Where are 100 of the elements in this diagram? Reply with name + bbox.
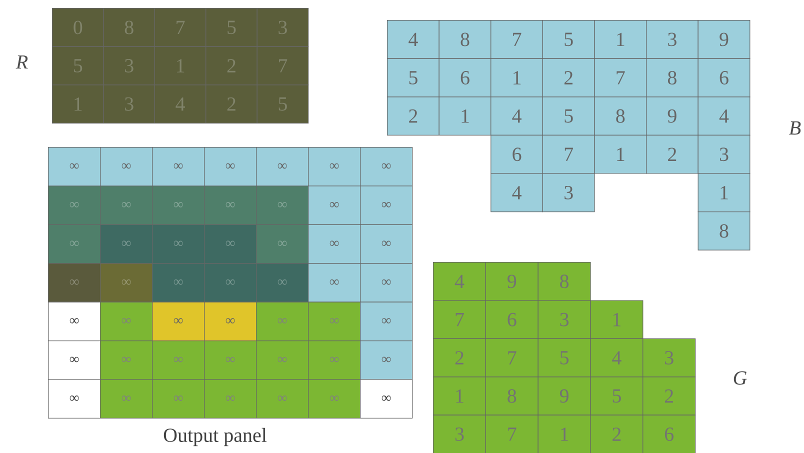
table-cell: 4 [490, 173, 543, 212]
table-cell: ∞ [360, 302, 413, 342]
grid-letter: R [16, 55, 28, 69]
table-cell: ∞ [100, 340, 153, 380]
table-cell: 5 [538, 338, 591, 378]
table-cell: ∞ [308, 147, 361, 186]
table-cell: 1 [594, 20, 647, 59]
table-cell: ∞ [204, 379, 257, 418]
table-cell: 7 [485, 414, 538, 453]
table-cell: ∞ [48, 340, 101, 380]
table-cell: 6 [485, 300, 538, 339]
table-cell: ∞ [360, 186, 413, 225]
table-cell: ∞ [360, 224, 413, 264]
table-cell: 1 [594, 134, 647, 174]
table-cell: ∞ [152, 379, 205, 418]
table-cell: 1 [538, 414, 591, 453]
table-cell: ∞ [308, 186, 361, 225]
table-cell: 4 [490, 96, 543, 136]
table-cell: 7 [594, 58, 647, 98]
grid-letter: G [734, 371, 747, 385]
table-cell: 8 [485, 376, 538, 416]
table-cell: 9 [485, 262, 538, 301]
table-cell: ∞ [48, 224, 101, 264]
table-cell: 3 [646, 20, 698, 59]
table-cell: 1 [433, 376, 486, 416]
table-cell: ∞ [48, 186, 101, 225]
grid-letter: B [789, 121, 801, 135]
table-cell: 9 [698, 20, 750, 59]
table-cell: ∞ [48, 147, 101, 186]
table-cell: ∞ [308, 263, 361, 302]
table-cell: ∞ [360, 147, 413, 186]
table-cell: ∞ [256, 263, 309, 302]
table-cell: 2 [433, 338, 486, 378]
table-cell: 3 [698, 134, 750, 174]
table-cell: 9 [646, 96, 698, 136]
table-cell: ∞ [204, 340, 257, 380]
table-cell: ∞ [152, 186, 205, 225]
table-cell: 4 [433, 262, 486, 301]
table-cell: 5 [542, 20, 595, 59]
table-cell: 8 [438, 20, 492, 59]
table-cell: 5 [542, 96, 595, 136]
table-cell: 3 [642, 338, 696, 378]
table-cell: 4 [387, 20, 440, 59]
table-cell: ∞ [152, 263, 205, 302]
table-cell: ∞ [152, 302, 205, 342]
table-cell: ∞ [100, 302, 153, 342]
table-cell: 3 [542, 173, 595, 212]
table-cell: 8 [698, 212, 750, 250]
table-cell: ∞ [256, 147, 309, 186]
table-cell: ∞ [204, 302, 257, 342]
table-cell: ∞ [256, 224, 309, 264]
table-cell: ∞ [204, 186, 257, 225]
table-cell: 1 [698, 173, 750, 212]
table-cell: 2 [387, 96, 440, 136]
table-cell: ∞ [308, 340, 361, 380]
table-cell: ∞ [152, 340, 205, 380]
table-cell: 2 [646, 134, 698, 174]
table-cell: 3 [433, 414, 486, 453]
table-cell: 8 [594, 96, 647, 136]
table-cell: 7 [433, 300, 486, 339]
table-cell: ∞ [308, 302, 361, 342]
table-cell: 3 [538, 300, 591, 339]
table-cell: ∞ [360, 340, 413, 380]
table-cell: 8 [538, 262, 591, 301]
table-cell: 1 [490, 58, 543, 98]
table-cell: 7 [485, 338, 538, 378]
table-cell: ∞ [100, 147, 153, 186]
table-cell: 9 [538, 376, 591, 416]
table-cell: 6 [490, 134, 543, 174]
table-cell: ∞ [308, 379, 361, 418]
table-cell: ∞ [204, 263, 257, 302]
table-cell: ∞ [100, 379, 153, 418]
table-cell: 6 [642, 414, 696, 453]
panel-caption: Output panel [164, 428, 267, 446]
table-cell: ∞ [100, 186, 153, 225]
table-cell: ∞ [256, 302, 309, 342]
table-cell: ∞ [256, 340, 309, 380]
table-cell: 7 [490, 20, 543, 59]
table-cell: ∞ [152, 224, 205, 264]
table-cell: ∞ [48, 302, 101, 342]
table-cell: ∞ [360, 379, 413, 418]
table-cell: ∞ [48, 263, 101, 302]
table-cell: 2 [642, 376, 696, 416]
table-cell: ∞ [360, 263, 413, 302]
table-cell: 5 [590, 376, 644, 416]
table-cell: 5 [387, 58, 440, 98]
table-cell: 2 [542, 58, 595, 98]
table-cell: 4 [698, 96, 750, 136]
table-cell: 1 [438, 96, 492, 136]
table-cell: 1 [590, 300, 644, 339]
table-cell: ∞ [204, 224, 257, 264]
table-cell: ∞ [256, 186, 309, 225]
table-cell: ∞ [152, 147, 205, 186]
table-cell: 6 [698, 58, 750, 98]
table-cell: ∞ [204, 147, 257, 186]
table-cell: ∞ [100, 263, 153, 302]
table-cell: 8 [646, 58, 698, 98]
table-cell: ∞ [48, 379, 101, 418]
table-cell: 6 [438, 58, 492, 98]
table-cell: ∞ [256, 379, 309, 418]
